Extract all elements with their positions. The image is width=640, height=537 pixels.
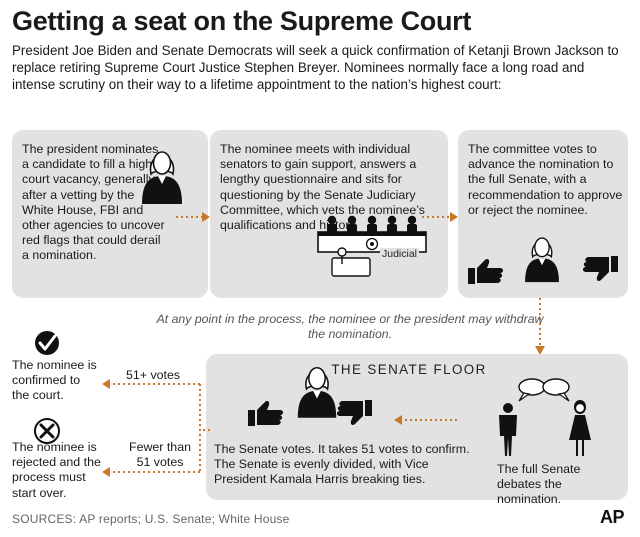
arrow-nomination-to-hearing (176, 212, 210, 222)
page-title: Getting a seat on the Supreme Court (12, 6, 472, 36)
step-hearing-panel: The nominee meets with individual senato… (210, 130, 448, 298)
senate-nominee-figure-icon (297, 367, 337, 418)
arrow-hearing-to-committee-vote (422, 212, 458, 222)
rejected-votes-label: Fewer than 51 votes (129, 440, 191, 470)
outcome-confirmed-text: The nominee is confirmed to the court. (12, 358, 97, 403)
senate-debate-text: The full Senate debates the nomination. (497, 462, 581, 507)
thumbs-down-icon (583, 256, 618, 281)
confirmed-votes-label: 51+ votes (126, 368, 181, 382)
ap-logo: AP (600, 507, 625, 527)
checkmark-icon (35, 331, 59, 355)
step-nomination-text: The president nominates a candidate to f… (22, 142, 165, 263)
judiciary-sign: Judicial (380, 248, 420, 260)
nominee-figure-icon (142, 151, 182, 204)
arrow-committee-to-senate-floor (535, 298, 545, 355)
step-nomination-panel: The president nominates a candidate to f… (12, 130, 208, 298)
sources-credit: SOURCES: AP reports; U.S. Senate; White … (12, 512, 290, 526)
judiciary-committee-icon (317, 215, 427, 277)
arrow-vote-outcomes (102, 379, 210, 477)
senate-thumbs-down-icon (337, 400, 372, 425)
senate-floor-panel (206, 354, 628, 500)
arrow-debate-to-vote (394, 415, 458, 425)
senate-thumbs-up-icon (248, 401, 283, 426)
intro-text: President Joe Biden and Senate Democrats… (12, 43, 619, 92)
outcome-rejected-text: The nominee is rejected and the process … (12, 440, 101, 500)
step-hearing-text: The nominee meets with individual senato… (220, 142, 425, 233)
x-mark-icon (34, 418, 60, 444)
thumbs-up-icon (468, 259, 503, 284)
senate-floor-title: THE SENATE FLOOR (331, 362, 487, 377)
senate-vote-text: The Senate votes. It takes 51 votes to c… (214, 442, 470, 487)
step-committee-vote-text: The committee votes to advance the nomin… (468, 142, 623, 217)
step-committee-vote-panel: The committee votes to advance the nomin… (458, 130, 628, 298)
debate-figures-icon (499, 378, 591, 456)
withdraw-note: At any point in the process, the nominee… (156, 312, 544, 341)
committee-nominee-figure-icon (525, 237, 559, 283)
